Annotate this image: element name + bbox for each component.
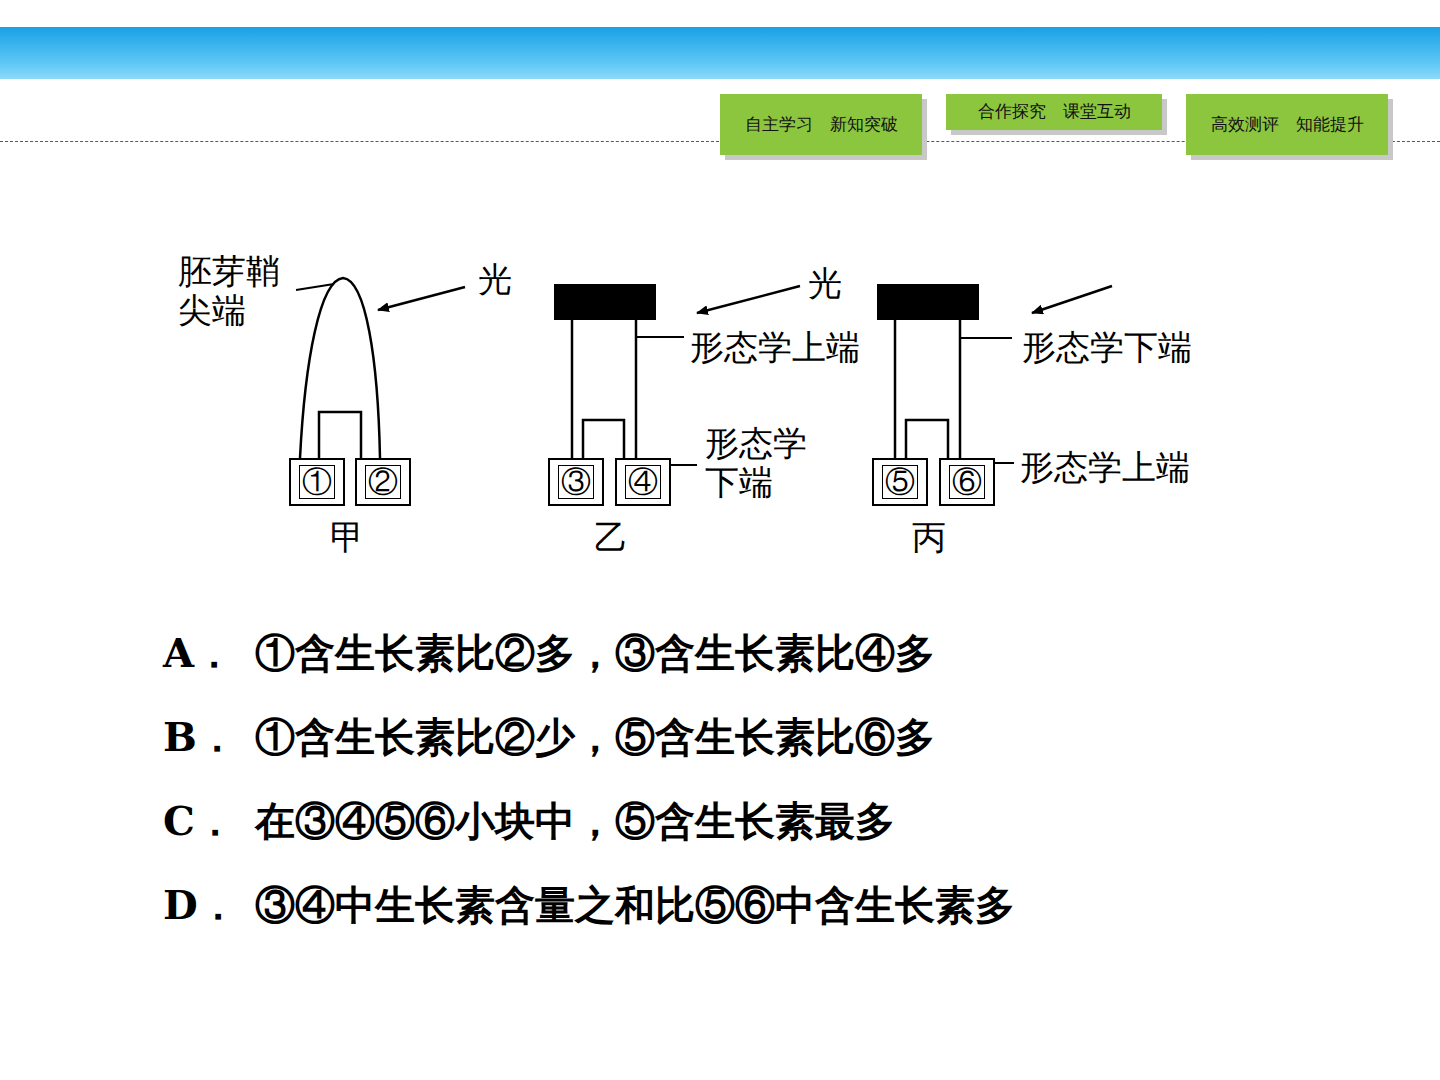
agar-block: ②	[355, 458, 411, 506]
callout-number: ②	[365, 465, 401, 499]
segment-side	[959, 320, 962, 458]
option-letter: D．	[163, 882, 238, 928]
group-label: 乙	[594, 518, 628, 557]
agar-block: ①	[289, 458, 345, 506]
callout-number: ④	[625, 465, 661, 499]
light-arrow	[697, 286, 800, 313]
option-text: ①含生长素比②多，③含生长素比④多	[255, 630, 935, 676]
option-letter: B．	[163, 714, 237, 760]
agar-block: ④	[615, 458, 671, 506]
coleoptile	[300, 278, 380, 458]
button-label: 自主学习 新知突破	[745, 114, 898, 135]
group-label: 甲	[330, 518, 364, 557]
light-label: 光	[808, 264, 842, 303]
agar-block: ⑤	[872, 458, 928, 506]
top-banner	[0, 27, 1440, 79]
agar-block: ③	[548, 458, 604, 506]
slot	[319, 412, 361, 458]
leader-line	[637, 336, 684, 338]
slot	[906, 420, 948, 458]
segment-side	[571, 320, 574, 458]
nav-button: 高效测评 知能提升	[1186, 94, 1388, 155]
nav-button: 合作探究 课堂互动	[946, 94, 1162, 130]
light-arrow	[1032, 286, 1112, 313]
nav-button: 自主学习 新知突破	[720, 94, 922, 155]
option-letter: A．	[163, 630, 234, 676]
part-label: 形态学下端	[705, 424, 823, 502]
part-label: 形态学上端	[690, 328, 860, 367]
part-label: 胚芽鞘尖端	[178, 252, 296, 330]
opaque-cap	[554, 284, 656, 320]
opaque-cap	[877, 284, 979, 320]
callout-number: ⑤	[882, 465, 918, 499]
button-label: 合作探究 课堂互动	[978, 101, 1131, 122]
leader-line	[296, 284, 334, 290]
light-label: 光	[478, 260, 512, 299]
option-text: 在③④⑤⑥小块中，⑤含生长素最多	[255, 798, 895, 844]
button-label: 高效测评 知能提升	[1211, 114, 1364, 135]
segment-side	[894, 320, 897, 458]
slot	[583, 420, 624, 458]
segment-side	[635, 320, 638, 458]
agar-block: ⑥	[939, 458, 995, 506]
option-text: ①含生长素比②少，⑤含生长素比⑥多	[255, 714, 935, 760]
part-label: 形态学上端	[1020, 448, 1190, 487]
callout-number: ①	[299, 465, 335, 499]
callout-number: ⑥	[949, 465, 985, 499]
option-letter: C．	[163, 798, 235, 844]
light-arrow	[378, 287, 465, 310]
part-label: 形态学下端	[1022, 328, 1192, 367]
group-label: 丙	[912, 518, 946, 557]
option-text: ③④中生长素含量之和比⑤⑥中含生长素多	[255, 882, 1015, 928]
callout-number: ③	[558, 465, 594, 499]
leader-line	[961, 337, 1012, 339]
